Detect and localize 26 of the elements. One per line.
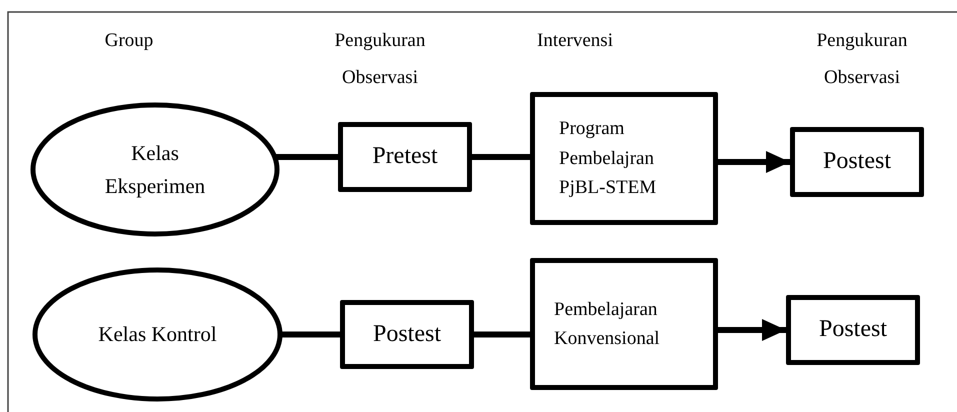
connector-line <box>472 154 530 160</box>
ellipse-node <box>30 102 280 237</box>
node-text: Pembelajaran Konvensional <box>554 298 661 351</box>
process-box <box>530 92 718 225</box>
process-box <box>786 295 920 365</box>
process-box <box>338 122 472 192</box>
column-heading: Group <box>104 29 154 53</box>
node-text: Kelas Kontrol <box>98 321 218 348</box>
node-text: Pretest <box>372 142 438 172</box>
ellipse-node <box>32 267 283 402</box>
node-text: Program Pembelajran PjBL-STEM <box>559 117 658 200</box>
node-text: Postest <box>822 147 891 176</box>
connector-line <box>474 332 530 338</box>
connector-line <box>276 154 338 160</box>
column-heading: Pengukuran Observasi <box>334 29 426 90</box>
column-heading: Pengukuran Observasi <box>816 29 908 90</box>
node-text: Postest <box>372 320 441 349</box>
arrow <box>718 151 790 173</box>
connector-line <box>281 332 340 338</box>
node-text: Kelas Eksperimen <box>104 140 206 200</box>
arrow <box>718 319 786 341</box>
column-heading: Intervensi <box>536 29 614 53</box>
process-box <box>790 127 924 197</box>
process-box <box>340 300 474 369</box>
process-box <box>530 258 718 390</box>
node-text: Postest <box>818 315 887 344</box>
